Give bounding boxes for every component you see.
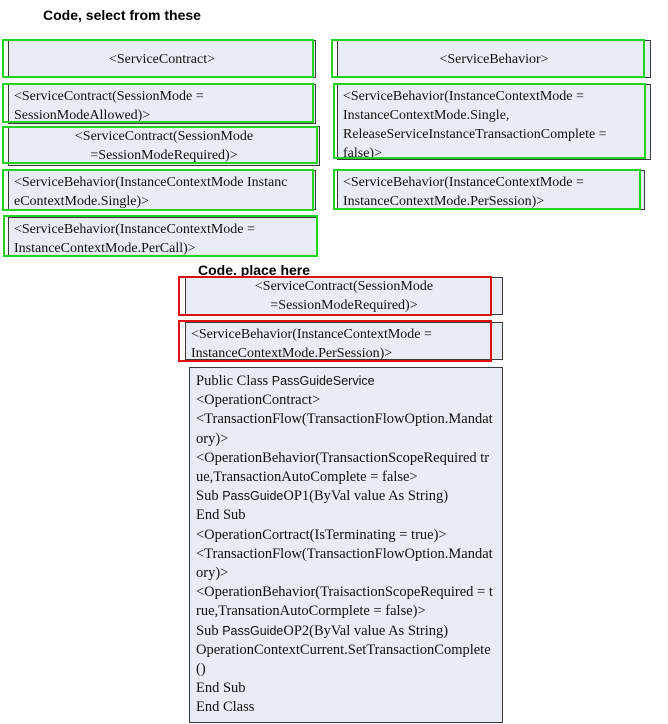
code-line: End Class <box>196 699 255 716</box>
placed-tile-behavior-persession[interactable]: <ServiceBehavior(InstanceContextMode = I… <box>185 322 503 360</box>
source-tile-service-contract[interactable]: <ServiceContract> <box>8 40 316 78</box>
source-tile-session-allowed[interactable]: <ServiceContract(SessionMode = SessionMo… <box>8 84 316 124</box>
code-text: OP1(ByVal value As String) <box>283 488 449 505</box>
source-tile-behavior-percall[interactable]: <ServiceBehavior(InstanceContextMode = I… <box>8 217 318 257</box>
code-line: <OperationContract> <box>196 392 321 409</box>
code-line: <OperationBehavior(TransactionScopeRequi… <box>196 449 490 486</box>
code-text: Public Class <box>196 373 272 389</box>
code-line: <TransactionFlow(TransactionFlowOption.M… <box>196 545 493 582</box>
placed-tile-session-required[interactable]: <ServiceContract(SessionMode =SessionMod… <box>185 277 503 315</box>
code-method-name: PassGuide <box>222 489 284 504</box>
code-line-sub2: Sub PassGuideOP2(ByVal value As String) <box>196 622 496 641</box>
code-line-class: Public Class PassGuideService <box>196 372 496 391</box>
code-line: OperationContextCurrent.SetTransactionCo… <box>196 641 491 678</box>
code-line: <OperationCortract(IsTerminating = true)… <box>196 526 447 543</box>
source-tile-behavior-single[interactable]: <ServiceBehavior(InstanceContextMode Ins… <box>8 170 316 210</box>
code-listing: Public Class PassGuideService<OperationC… <box>189 367 503 723</box>
code-line-sub1: Sub PassGuideOP1(ByVal value As String) <box>196 487 496 506</box>
code-line: <OperationBehavior(TraisactionScopeRequi… <box>196 584 493 620</box>
source-tile-session-required[interactable]: <ServiceContract(SessionMode =SessionMod… <box>8 126 320 166</box>
source-tile-service-behavior[interactable]: <ServiceBehavior> <box>337 40 651 78</box>
source-tile-behavior-single-release[interactable]: <ServiceBehavior(InstanceContextMode = I… <box>337 84 651 160</box>
code-method-name: PassGuide <box>222 623 284 638</box>
code-text: Sub <box>196 622 223 639</box>
source-tile-behavior-persession[interactable]: <ServiceBehavior(InstanceContextMode = I… <box>337 170 645 210</box>
code-text: OP2(ByVal value As String) <box>283 622 449 639</box>
source-heading: Code, select from these <box>43 7 201 23</box>
code-line: End Sub <box>196 507 246 524</box>
code-line: <TransactionFlow(TransactionFlowOption.M… <box>196 411 493 447</box>
code-text: Sub <box>196 488 223 505</box>
target-heading: Code. place here <box>198 262 311 278</box>
code-class-name: PassGuideService <box>271 374 375 388</box>
code-line: End Sub <box>196 680 246 697</box>
